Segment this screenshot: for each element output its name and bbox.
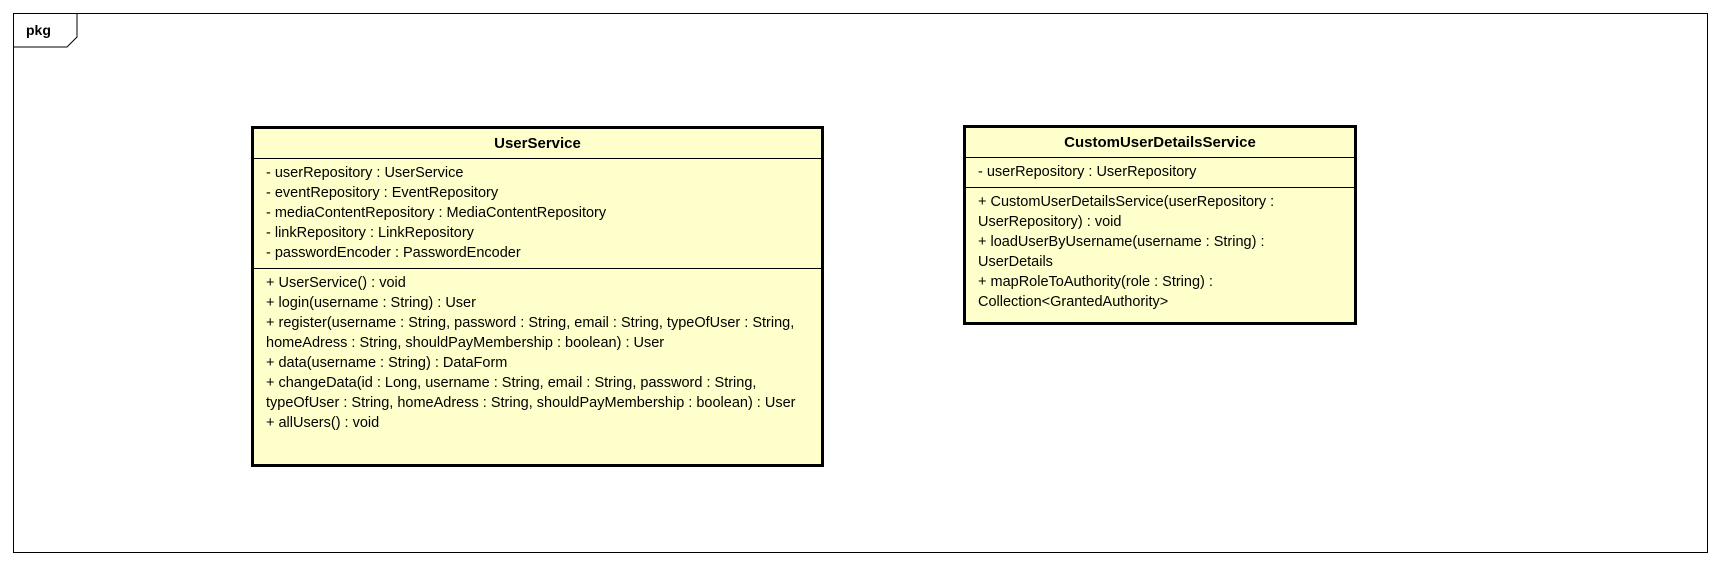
operations-compartment: + UserService() : void + login(username … (254, 268, 821, 438)
operation: + CustomUserDetailsService(userRepositor… (978, 194, 1275, 230)
class-name: UserService (254, 129, 821, 159)
attribute: - userRepository : UserService (266, 165, 464, 181)
operations-compartment: + CustomUserDetailsService(userRepositor… (966, 187, 1354, 317)
operation: + register(username : String, password :… (266, 315, 795, 351)
operation: + changeData(id : Long, username : Strin… (266, 375, 796, 411)
attributes-compartment: - userRepository : UserService - eventRe… (254, 159, 821, 268)
package-label: pkg (26, 22, 51, 38)
operation: + loadUserByUsername(username : String) … (978, 234, 1265, 270)
class-user-service[interactable]: UserService - userRepository : UserServi… (251, 126, 824, 467)
operation: + data(username : String) : DataForm (266, 355, 508, 371)
class-custom-user-details-service[interactable]: CustomUserDetailsService - userRepositor… (963, 125, 1357, 325)
attribute: - eventRepository : EventRepository (266, 185, 499, 201)
package-frame: pkg (13, 13, 1708, 553)
operation: + UserService() : void (266, 275, 406, 291)
operation: + allUsers() : void (266, 415, 380, 431)
operation: + mapRoleToAuthority(role : String) : Co… (978, 274, 1213, 310)
attribute: - linkRepository : LinkRepository (266, 225, 474, 241)
attribute: - userRepository : UserRepository (978, 164, 1197, 180)
package-tab-outline (14, 14, 78, 48)
operation: + login(username : String) : User (266, 295, 476, 311)
class-name: CustomUserDetailsService (966, 128, 1354, 158)
attribute: - passwordEncoder : PasswordEncoder (266, 245, 521, 261)
attributes-compartment: - userRepository : UserRepository (966, 158, 1354, 187)
package-tab: pkg (14, 14, 78, 48)
attribute: - mediaContentRepository : MediaContentR… (266, 205, 607, 221)
